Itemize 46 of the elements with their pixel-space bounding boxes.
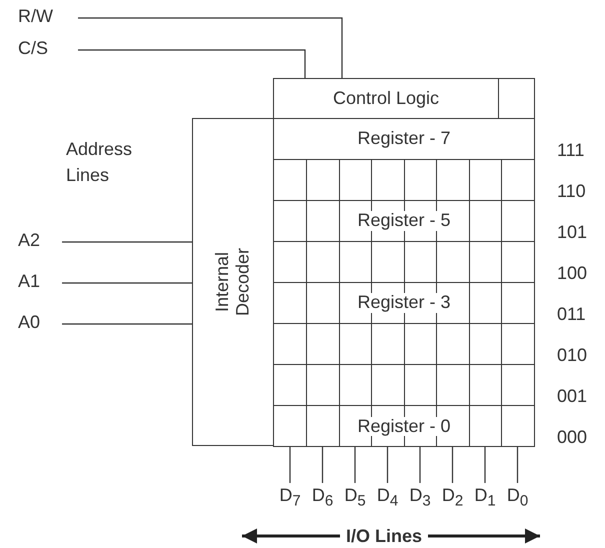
signal-line [386,447,388,483]
register-row [274,283,534,324]
signal-label: A1 [18,271,58,295]
signal-line [62,323,192,325]
signal-line [78,49,306,78]
data-line-label: D$_{5}$ [341,485,369,509]
signal-label: C/S [18,38,64,62]
address-code: 010 [557,345,588,366]
data-line-label: D$_{7}$ [276,485,304,509]
register-array [273,118,535,447]
address-code: 110 [557,181,586,202]
address-code: 000 [557,427,588,448]
address-code: 011 [557,304,586,325]
data-line-label: D$_{0}$ [504,485,532,509]
signal-line [78,17,343,78]
signal-line [452,447,454,483]
data-line-label: D$_{2}$ [438,485,466,509]
signal-line [419,447,421,483]
signal-label: A0 [18,312,58,336]
control-logic-box [273,78,535,119]
data-line-label: D$_{1}$ [471,485,499,509]
signal-line [289,447,291,483]
signal-line [484,447,486,483]
group-label: Address Lines [66,138,134,188]
signal-line [322,447,324,483]
signal-line [62,241,192,243]
address-code: 101 [557,222,588,243]
register-row [274,365,534,406]
data-line-label: D$_{3}$ [406,485,434,509]
register-row [274,242,534,283]
decoder-box [192,118,274,446]
box-label: Control Logic [332,88,440,108]
box-label: Internal Decoder [212,246,254,318]
data-line-label: D$_{6}$ [308,485,336,509]
data-line-label: D$_{4}$ [374,485,402,509]
signal-line [62,282,192,284]
signal-label: A2 [18,230,58,254]
signal-line [354,447,356,483]
address-code: 111 [557,140,584,161]
address-code: 100 [557,263,588,284]
register-row [274,160,534,201]
register-row [274,324,534,365]
signal-label: R/W [18,6,64,30]
signal-line [516,447,518,483]
register-row [274,201,534,242]
address-code: 001 [557,386,588,407]
